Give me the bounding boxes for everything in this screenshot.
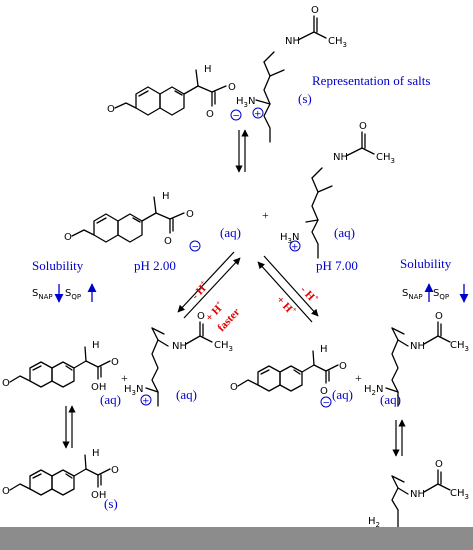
plus-sign: + [355,371,362,385]
equilibrium-arrow-lower-right [392,419,406,457]
charge-minus: − [192,243,200,253]
s-nap-label: SNAP [32,288,53,301]
equilibrium-arrow-lower-left [62,405,76,449]
amine-neutral-right: NH O CH3 H2N [364,311,469,407]
atom-h2n: H2 [368,516,380,529]
arrow-label-right-lower: + H+ [274,292,299,317]
atom-ch3: CH3 [450,488,469,501]
atom-o: O [435,311,443,322]
atom-o: O [186,209,194,220]
atom-o: O [320,386,328,397]
label-representation: Representation of salts [312,73,430,88]
plus-sign: + [262,208,269,222]
equilibrium-arrow-right [257,255,319,323]
atom-o: O [111,465,119,476]
atom-h: H [204,64,212,75]
atom-h3n: H3N [280,232,299,245]
s-qp-label: SQP [65,288,81,301]
atom-o: O [228,82,236,93]
label-solid: (s) [298,91,312,106]
label-aqueous: (aq) [220,225,241,240]
solubility-trend-left: SNAP SQP [32,283,97,303]
atom-o: O [111,357,119,368]
label-aqueous: (aq) [332,387,353,402]
atom-ch3: CH3 [376,152,395,165]
label-ph-low: pH 2.00 [134,258,176,273]
label-solubility-left: Solubility [32,258,84,273]
atom-nh: NH [172,341,187,352]
atom-ch3: CH3 [214,340,233,353]
label-minus-h: - H+ [298,282,321,305]
atom-o: O [435,459,443,470]
atom-o: O [311,5,319,16]
atom-oh: OH [91,490,106,501]
atom-ch3: CH3 [450,340,469,353]
charge-minus: − [323,399,331,409]
atom-o: O [230,382,238,393]
atom-o: O [164,236,172,247]
atom-ch3: CH3 [328,36,347,49]
arrow-label-left: - H+ [188,279,211,302]
label-plus-h: + H+ [274,292,299,317]
solubility-trend-right: SNAP SQP [402,283,469,303]
atom-oh: OH [91,382,106,393]
naproxen-acid-left: O H O OH [2,340,119,393]
naproxen-anion-middle: O H O O − [64,191,201,253]
atom-o: O [107,104,115,115]
atom-h: H [92,448,100,459]
atom-h: H [320,344,328,355]
s-qp-label: SQP [433,288,449,301]
label-minus-h: - H+ [188,279,211,302]
plus-sign: + [121,371,128,385]
equilibrium-arrow-left [177,251,241,319]
atom-o: O [2,486,10,497]
label-aqueous: (aq) [100,392,121,407]
atom-h3n: H3N [124,384,143,397]
label-solubility-right: Solubility [400,256,452,271]
footer-bar [0,527,473,550]
atom-nh: NH [410,341,425,352]
atom-o: O [359,121,367,132]
naproxen-anion-right: O H O O − [230,344,347,409]
atom-nh: NH [410,489,425,500]
label-solid: (s) [104,496,118,511]
amine-neutral-solid: NH O CH3 H2 [368,459,469,529]
atom-o: O [197,311,205,322]
atom-h: H [92,340,100,351]
atom-nh: NH [285,36,300,47]
atom-o: O [2,378,10,389]
arrow-label-right: - H+ [298,282,321,305]
label-aqueous: (aq) [176,387,197,402]
atom-o: O [206,109,214,120]
amine-salt-top: NH O CH3 H3N + [236,5,347,143]
charge-plus: + [142,397,150,407]
s-nap-label: SNAP [402,288,423,301]
label-aqueous: (aq) [334,225,355,240]
atom-o: O [339,361,347,372]
naproxen-salt-top: O H O O − [107,64,242,122]
charge-plus: + [291,243,299,253]
equilibrium-arrow-top [235,129,249,173]
naproxen-acid-solid: O H O OH [2,448,119,501]
charge-plus: + [254,110,262,120]
atom-h2n: H2N [364,384,383,397]
amine-cation-left: NH O CH3 H3N + [124,311,233,407]
atom-h: H [162,191,170,202]
charge-minus: − [233,112,241,122]
label-ph-high: pH 7.00 [316,258,358,273]
atom-o: O [64,232,72,243]
atom-nh: NH [333,152,348,163]
atom-h3n: H3N [236,96,255,109]
label-aqueous: (aq) [380,392,401,407]
amine-cation-middle: NH O CH3 H3N + [280,121,395,259]
